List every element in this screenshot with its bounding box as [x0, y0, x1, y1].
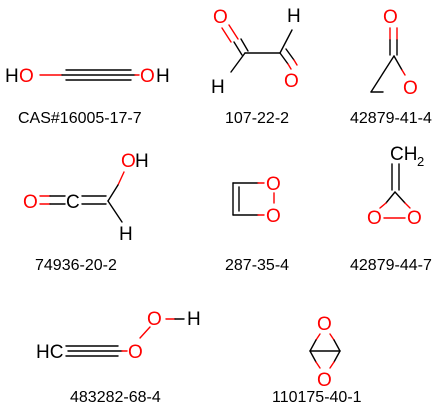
- molecule-ethynediol: H O O H CAS#16005-17-7: [5, 66, 170, 127]
- bond-co-top-2: [240, 38, 249, 52]
- bond-ring-right-black: [394, 191, 406, 204]
- molecule-glyoxal: O H H O 107-22-2: [211, 6, 301, 127]
- atom-o-carbonyl: O: [383, 7, 398, 28]
- bond-oh-black: [107, 184, 119, 202]
- bond-ring-right-black: [393, 55, 403, 71]
- cas-label-4: 74936-20-2: [35, 257, 117, 274]
- atom-h-left: H: [5, 66, 19, 87]
- bond-top-right-black: [333, 339, 341, 352]
- bond-co-bottom-2: [285, 48, 295, 61]
- atom-o-left: O: [19, 66, 34, 87]
- atom-ch2: CH: [390, 144, 417, 165]
- bond-c-h-left: [230, 52, 246, 73]
- bond-ch: [107, 200, 123, 223]
- bond-o-top-1: [221, 27, 232, 43]
- atom-h-top: H: [287, 6, 301, 27]
- cas-label-2: 107-22-2: [225, 110, 289, 127]
- atom-h-bottom: H: [211, 77, 225, 98]
- molecule-ethynylperoxide: HC O O H 483282-68-4: [36, 309, 201, 406]
- bond-oh-red: [117, 171, 125, 186]
- atom-hc: HC: [36, 342, 63, 363]
- atom-o-right: O: [407, 208, 422, 229]
- bond-bottom-left-black: [309, 350, 317, 363]
- molecule-hydroxyketene: H O O C H 74936-20-2: [23, 151, 149, 274]
- atom-o-top: O: [266, 174, 281, 195]
- bond-ring-right-red: [401, 69, 406, 76]
- bond-o-bottom-2: [293, 59, 298, 66]
- bond-ring-right-red: [404, 202, 411, 209]
- atom-o-bottom: O: [317, 370, 332, 391]
- bond-co-bottom-1: [279, 52, 289, 65]
- atom-o-ring: O: [403, 78, 418, 99]
- atom-o-ketene: O: [23, 192, 38, 213]
- molecule-methylenedioxirane: CH 2 O O 42879-44-7: [350, 144, 432, 274]
- atom-o-bottom: O: [284, 71, 299, 92]
- atom-h-ketene: H: [119, 224, 133, 245]
- bond-bottom-right-red: [329, 361, 335, 369]
- bond-top-right-red: [329, 333, 335, 341]
- molecule-dioxabicyclobutane: O O 110175-40-1: [272, 314, 362, 406]
- atom-o-left: O: [367, 208, 382, 229]
- atom-o-right: O: [140, 66, 155, 87]
- atom-o-bottom: O: [266, 206, 281, 227]
- atom-h-right: H: [156, 66, 170, 87]
- atom-o-lower: O: [128, 342, 143, 363]
- bond-bottom-right-black: [333, 350, 341, 363]
- bond-o-o: [139, 326, 151, 339]
- atom-c-ketene: C: [66, 192, 80, 213]
- atom-o-top: O: [317, 314, 332, 335]
- molecule-dioxete: O O 287-35-4: [225, 174, 289, 274]
- bond-o-bottom-1: [287, 63, 292, 70]
- atom-o-hydroxyl: O: [121, 151, 136, 172]
- cas-label-5: 287-35-4: [225, 257, 289, 274]
- cas-label-6: 42879-44-7: [350, 257, 432, 274]
- bond-c-h-right: [279, 29, 293, 54]
- bond-top-left-black: [309, 339, 317, 352]
- cas-label-3: 42879-41-4: [350, 110, 432, 127]
- bond-o-top-2: [228, 24, 239, 40]
- bond-top-left-red: [315, 333, 321, 341]
- bond-co-top-1: [233, 41, 243, 56]
- atom-ch2-subscript: 2: [417, 154, 424, 169]
- atom-h: H: [187, 309, 201, 330]
- bond-ring-left-black: [385, 191, 396, 204]
- atom-o-top: O: [213, 7, 228, 28]
- molecule-oxiranone: O O 42879-41-4: [350, 7, 432, 127]
- bond-ring-left: [370, 55, 395, 93]
- atom-h-hydroxyl: H: [135, 151, 149, 172]
- atom-o-upper: O: [147, 309, 162, 330]
- cas-label-1: CAS#16005-17-7: [18, 110, 142, 127]
- bond-ring-left-red: [379, 202, 387, 209]
- cas-label-7: 483282-68-4: [70, 389, 161, 406]
- bond-bottom-left-red: [315, 361, 321, 369]
- cas-label-8: 110175-40-1: [272, 389, 362, 406]
